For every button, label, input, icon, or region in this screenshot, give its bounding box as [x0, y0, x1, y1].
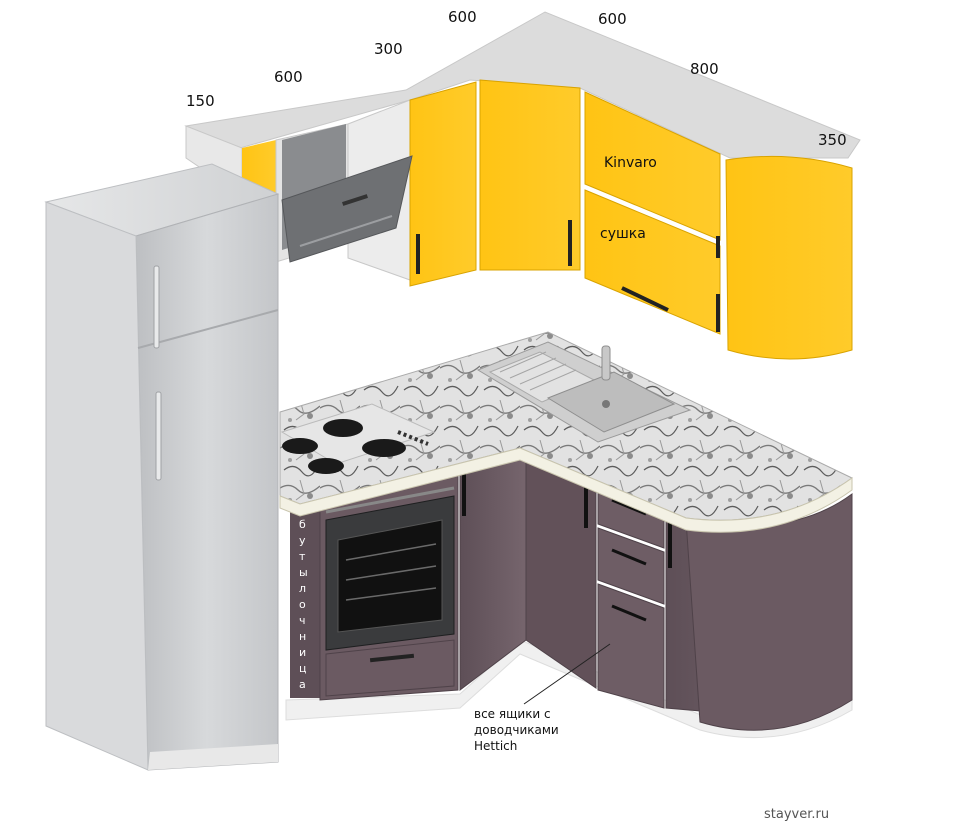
handle [568, 220, 572, 266]
handle [621, 286, 669, 312]
bottle-rack-letter: н [299, 630, 306, 643]
range-hood [281, 124, 413, 263]
burner [323, 419, 363, 437]
faucet [601, 345, 611, 381]
bottle-rack-letter: а [299, 678, 306, 691]
bottle-rack [290, 508, 320, 698]
bottle-rack-letter: и [299, 646, 306, 659]
handle [416, 234, 420, 274]
dimension-label: 600 [448, 8, 477, 26]
drawer-3 [597, 583, 665, 709]
lower-cabinets [285, 449, 853, 738]
bottle-rack-letter: у [299, 534, 306, 547]
drawers-note-line1: все ящики с [474, 707, 551, 721]
dimension-label: 150 [186, 92, 215, 110]
upper-cabinet-350-curved [725, 155, 853, 360]
bottle-rack-letter: т [299, 550, 306, 563]
burner [282, 438, 318, 454]
refrigerator [44, 163, 280, 771]
dimension-label: 600 [598, 10, 627, 28]
dryer-label: сушка [600, 226, 646, 242]
bottle-rack-label: б у т ы л о ч н и ц а [299, 518, 308, 691]
upper-door-dryer [584, 189, 721, 335]
drawer-2 [597, 527, 665, 605]
cooktop [280, 403, 436, 465]
drawers-note-line2: доводчиками [474, 723, 559, 737]
watermark: stayver.ru [764, 807, 829, 822]
callout-line [523, 643, 611, 705]
oven-drawer [325, 639, 455, 697]
dimension-label: 350 [818, 131, 847, 149]
bottle-rack-letter: б [299, 518, 306, 531]
kinvaro-label: Kinvaro [604, 155, 657, 171]
dimension-label: 800 [690, 60, 719, 78]
upper-door-600-left [409, 81, 477, 287]
dimension-label: 300 [374, 40, 403, 58]
bottle-rack-letter: ц [299, 662, 307, 675]
bottle-rack-letter: ч [299, 614, 306, 627]
fridge-handle-bottom [155, 391, 162, 481]
burner [308, 458, 344, 474]
burner [362, 439, 406, 457]
countertop [279, 331, 853, 533]
dimension-labels: 150 600 300 600 600 800 350 [186, 8, 847, 149]
bottle-rack-letter: л [299, 582, 306, 595]
handle [716, 294, 720, 332]
bottle-rack-letter: о [299, 598, 306, 611]
dimension-label: 600 [274, 68, 303, 86]
fridge-handle-top [153, 265, 160, 349]
drawers-note-line3: Hettich [474, 739, 517, 753]
upper-door-600-corner [479, 79, 581, 271]
bottle-rack-letter: ы [299, 566, 308, 579]
